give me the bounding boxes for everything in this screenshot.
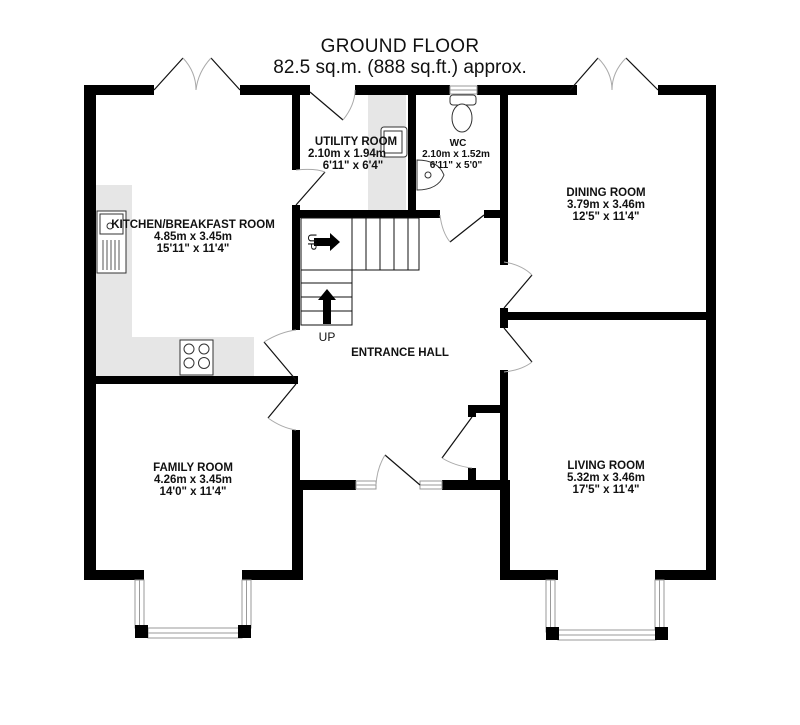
utility-sink-icon [380, 126, 408, 158]
svg-text:KITCHEN/BREAKFAST ROOM: KITCHEN/BREAKFAST ROOM [111, 219, 275, 231]
interior-walls [96, 95, 716, 482]
room-label-kitchen: KITCHEN/BREAKFAST ROOM 4.85m x 3.45m 15'… [111, 219, 275, 255]
exterior-walls [84, 85, 716, 580]
svg-text:5.32m x 3.46m: 5.32m x 3.46m [567, 472, 645, 484]
svg-text:4.26m x 3.45m: 4.26m x 3.45m [154, 474, 232, 486]
stairs-up-label-upper: UP [305, 234, 319, 251]
arrow-right-icon [314, 233, 340, 251]
svg-text:DINING ROOM: DINING ROOM [566, 187, 645, 199]
staircase [300, 217, 420, 326]
floor-title: GROUND FLOOR [320, 36, 480, 57]
doors [153, 57, 659, 486]
svg-text:15'11" x 11'4": 15'11" x 11'4" [157, 243, 230, 255]
room-label-living: LIVING ROOM 5.32m x 3.46m 17'5" x 11'4" [567, 460, 645, 496]
room-label-entrance-hall: ENTRANCE HALL [351, 347, 449, 359]
basin-icon [416, 159, 445, 191]
hob-icon [179, 339, 214, 376]
room-label-dining: DINING ROOM 3.79m x 3.46m 12'5" x 11'4" [566, 187, 645, 223]
room-label-utility: UTILITY ROOM 2.10m x 1.94m 6'11" x 6'4" [308, 136, 397, 172]
svg-text:4.85m x 3.45m: 4.85m x 3.45m [154, 231, 232, 243]
stairs-up-label-lower: UP [319, 330, 336, 344]
arrow-up-icon [318, 289, 336, 324]
floor-area: 82.5 sq.m. (888 sq.ft.) approx. [273, 57, 527, 78]
svg-text:3.79m x 3.46m: 3.79m x 3.46m [567, 199, 645, 211]
kitchen-sink-icon [96, 210, 127, 274]
room-label-family: FAMILY ROOM 4.26m x 3.45m 14'0" x 11'4" [153, 462, 233, 498]
svg-text:WC: WC [450, 138, 467, 149]
svg-text:FAMILY ROOM: FAMILY ROOM [153, 462, 233, 474]
svg-text:14'0" x 11'4": 14'0" x 11'4" [160, 486, 227, 498]
room-label-wc: WC 2.10m x 1.52m 6'11" x 5'0" [422, 138, 490, 171]
svg-text:2.10m x 1.52m: 2.10m x 1.52m [422, 149, 490, 160]
svg-text:ENTRANCE HALL: ENTRANCE HALL [351, 347, 449, 359]
toilet-icon [449, 94, 477, 133]
svg-text:12'5" x 11'4": 12'5" x 11'4" [573, 211, 640, 223]
svg-text:6'11" x 6'4": 6'11" x 6'4" [323, 160, 384, 172]
svg-text:UTILITY ROOM: UTILITY ROOM [315, 136, 397, 148]
svg-text:6'11" x 5'0": 6'11" x 5'0" [430, 160, 483, 171]
svg-text:LIVING ROOM: LIVING ROOM [567, 460, 644, 472]
windows [134, 85, 668, 641]
svg-text:17'5" x 11'4": 17'5" x 11'4" [573, 484, 640, 496]
svg-text:2.10m x 1.94m: 2.10m x 1.94m [308, 148, 386, 160]
